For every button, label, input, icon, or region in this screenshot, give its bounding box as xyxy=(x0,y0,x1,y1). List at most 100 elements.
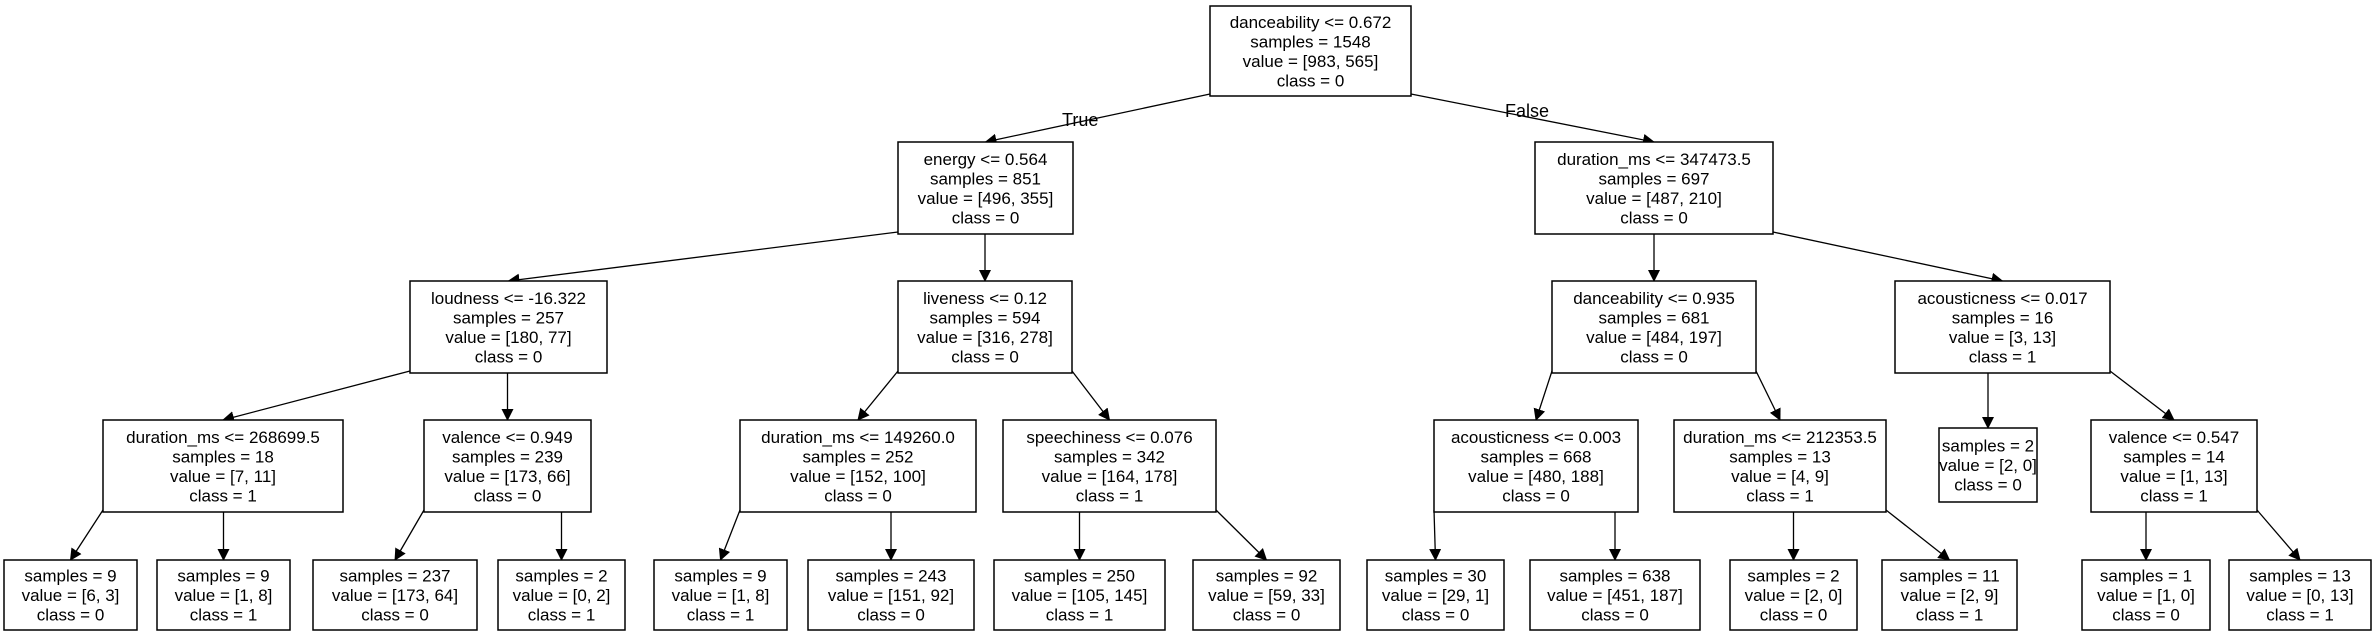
node-text-line: value = [0, 13] xyxy=(2246,586,2353,605)
node-text-line: samples = 2 xyxy=(1747,567,1839,586)
node-text-line: samples = 16 xyxy=(1952,308,2054,327)
node-text-line: acousticness <= 0.003 xyxy=(1451,428,1621,447)
node-text-line: duration_ms <= 149260.0 xyxy=(761,428,955,447)
tree-edge xyxy=(507,231,899,286)
tree-edge xyxy=(1885,509,1951,561)
node-text-line: class = 0 xyxy=(361,606,429,625)
node-box xyxy=(2228,559,2372,631)
node-text-line: value = [316, 278] xyxy=(917,328,1053,347)
node-text-line: samples = 252 xyxy=(802,447,913,466)
node-text-line: class = 0 xyxy=(1620,347,1688,366)
node-text-line: value = [173, 64] xyxy=(332,586,458,605)
node-text-line: samples = 239 xyxy=(452,447,563,466)
tree-edge xyxy=(2109,370,2175,421)
node-text-line: class = 0 xyxy=(1620,208,1688,227)
node-text-line: speechiness <= 0.076 xyxy=(1026,428,1192,447)
node-text-line: samples = 638 xyxy=(1559,567,1670,586)
tree-edge xyxy=(394,509,425,561)
node-text-line: class = 0 xyxy=(475,347,543,366)
node-box xyxy=(102,419,344,513)
node-text-line: samples = 11 xyxy=(1899,567,1999,586)
node-text-line: duration_ms <= 268699.5 xyxy=(126,428,320,447)
node-box xyxy=(993,559,1166,631)
node-text-line: value = [480, 188] xyxy=(1468,467,1604,486)
node-text-line: danceability <= 0.672 xyxy=(1230,13,1392,32)
node-box xyxy=(1938,427,2038,503)
node-text-line: class = 1 xyxy=(1076,486,1144,505)
node-text-line: value = [180, 77] xyxy=(445,328,571,347)
node-text-line: danceability <= 0.935 xyxy=(1573,289,1735,308)
node-text-line: value = [7, 11] xyxy=(170,467,276,486)
node-box xyxy=(156,559,291,631)
node-text-line: class = 1 xyxy=(528,606,596,625)
node-box xyxy=(1192,559,1341,631)
node-text-line: value = [1, 8] xyxy=(175,586,273,605)
node-text-line: samples = 18 xyxy=(172,447,274,466)
node-text-line: class = 0 xyxy=(1277,71,1345,90)
node-text-line: value = [59, 33] xyxy=(1208,586,1325,605)
node-text-line: class = 0 xyxy=(1760,606,1828,625)
node-box xyxy=(653,559,788,631)
node-text-line: value = [152, 100] xyxy=(790,467,926,486)
node-text-line: value = [487, 210] xyxy=(1586,189,1722,208)
node-text-line: samples = 681 xyxy=(1598,308,1709,327)
node-text-line: value = [164, 178] xyxy=(1042,467,1178,486)
node-box xyxy=(2090,419,2258,513)
node-text-line: value = [105, 145] xyxy=(1012,586,1148,605)
node-text-line: samples = 257 xyxy=(453,308,564,327)
node-text-line: samples = 237 xyxy=(339,567,450,586)
node-text-line: value = [4, 9] xyxy=(1731,467,1829,486)
node-text-line: duration_ms <= 212353.5 xyxy=(1683,428,1877,447)
node-box xyxy=(1673,419,1887,513)
node-text-line: loudness <= -16.322 xyxy=(431,289,586,308)
node-text-line: samples = 243 xyxy=(835,567,946,586)
tree-edge xyxy=(1533,370,1553,421)
node-text-line: value = [1, 13] xyxy=(2120,467,2227,486)
node-text-line: value = [983, 565] xyxy=(1243,52,1379,71)
tree-edge xyxy=(1410,93,1655,146)
node-text-line: class = 0 xyxy=(1954,476,2022,495)
node-text-line: class = 1 xyxy=(190,606,258,625)
node-text-line: class = 1 xyxy=(2266,606,2334,625)
node-box xyxy=(1002,419,1217,513)
node-text-line: value = [29, 1] xyxy=(1382,586,1489,605)
node-text-line: samples = 2 xyxy=(515,567,607,586)
node-text-line: class = 0 xyxy=(1402,606,1470,625)
node-text-line: valence <= 0.547 xyxy=(2109,428,2239,447)
node-text-line: acousticness <= 0.017 xyxy=(1917,289,2087,308)
node-text-line: value = [2, 0] xyxy=(1939,456,2037,475)
node-text-line: samples = 2 xyxy=(1942,437,2034,456)
node-box xyxy=(1534,141,1774,235)
node-text-line: value = [496, 355] xyxy=(918,189,1054,208)
node-text-line: class = 1 xyxy=(1916,606,1984,625)
node-text-line: class = 1 xyxy=(1046,606,1114,625)
node-text-line: samples = 668 xyxy=(1480,447,1591,466)
tree-edge xyxy=(222,370,411,424)
node-text-line: value = [1, 0] xyxy=(2097,586,2195,605)
node-text-line: class = 0 xyxy=(1502,486,1570,505)
node-text-line: samples = 13 xyxy=(1729,447,1831,466)
node-text-line: class = 1 xyxy=(189,486,257,505)
node-text-line: samples = 14 xyxy=(2123,447,2225,466)
node-text-line: class = 0 xyxy=(824,486,892,505)
node-text-line: value = [2, 0] xyxy=(1745,586,1843,605)
node-text-line: liveness <= 0.12 xyxy=(923,289,1047,308)
